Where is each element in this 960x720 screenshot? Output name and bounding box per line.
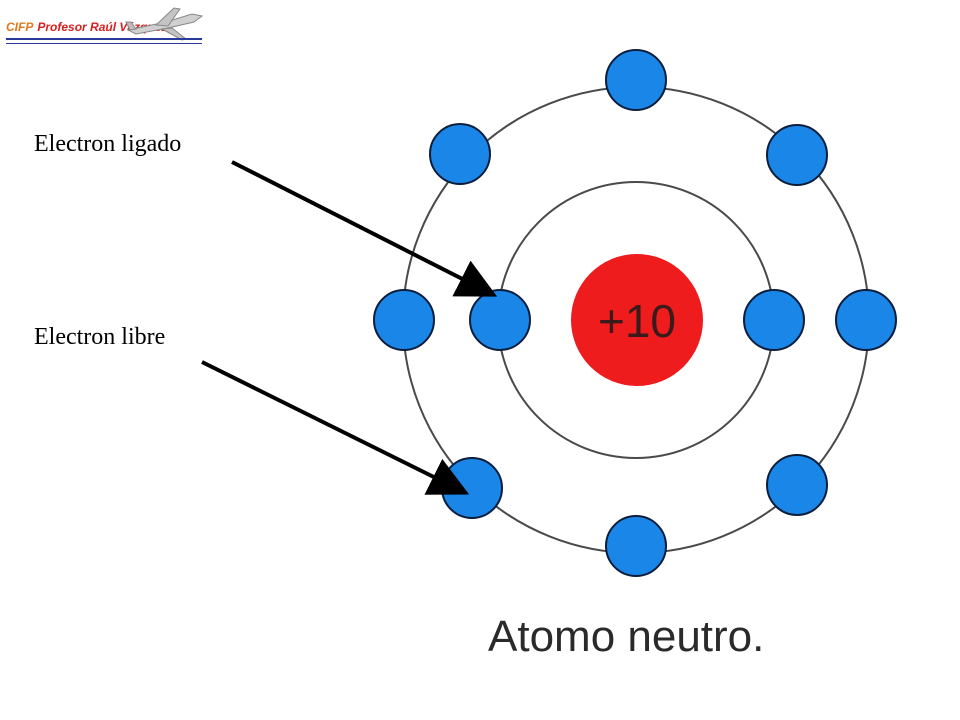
arrow-free-electron bbox=[201, 360, 470, 495]
electron-inner-right bbox=[743, 289, 805, 351]
electron-outer-bottom-left bbox=[441, 457, 503, 519]
label-free-electron: Electron libre bbox=[34, 324, 166, 350]
electron-inner-left bbox=[469, 289, 531, 351]
electron-outer-top-left bbox=[429, 123, 491, 185]
logo-cifp: CIFP bbox=[6, 20, 34, 34]
nucleus-charge: +10 bbox=[598, 295, 676, 347]
airplane-icon bbox=[125, 7, 204, 41]
logo-underline bbox=[6, 38, 202, 40]
arrow-bound-electron bbox=[231, 160, 498, 297]
caption: Atomo neutro. bbox=[488, 612, 765, 661]
nucleus bbox=[571, 254, 703, 386]
electron-outer-top-right bbox=[766, 124, 828, 186]
electron-outer-top bbox=[605, 49, 667, 111]
electron-outer-bottom-right bbox=[766, 454, 828, 516]
electron-outer-right bbox=[835, 289, 897, 351]
electron-outer-left bbox=[373, 289, 435, 351]
label-bound-electron: Electron ligado bbox=[34, 131, 182, 157]
logo-underline-thin bbox=[6, 43, 202, 44]
electron-outer-bottom bbox=[605, 515, 667, 577]
